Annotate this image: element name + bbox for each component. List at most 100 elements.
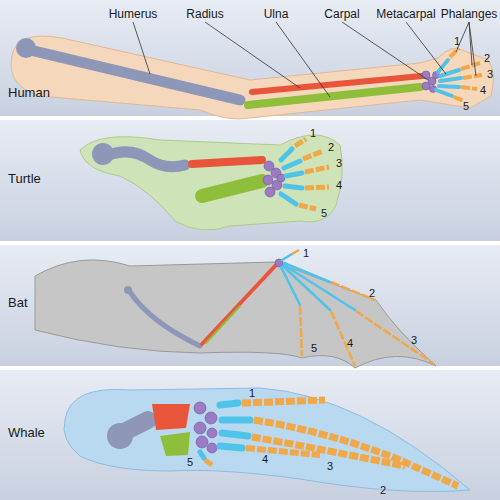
digit-number: 3 [336,158,342,169]
digit-number: 1 [454,36,460,47]
digit-number: 1 [303,248,309,259]
carpal-bone [194,402,206,414]
ulna-bone [160,432,190,456]
leader-line [276,22,330,97]
digit-number: 4 [336,180,342,191]
panel-background [0,370,500,500]
metacarpal-bone [220,446,242,448]
ulna-bone [202,181,262,196]
carpal-bone [263,175,273,185]
phalanx-bone [305,167,329,172]
metacarpal-bone [436,90,452,96]
metacarpal-bone [286,173,302,176]
part-name: Carpal [324,8,359,20]
part-name: Ulna [264,8,289,20]
phalanx-bone [295,139,306,146]
phalanx-bone [246,448,320,455]
digit-number: 2 [328,142,334,153]
part-name: Metacarpal [376,8,435,20]
humerus-bone [124,420,148,432]
ulna-bone [206,306,240,343]
phalanx-bone [450,48,459,57]
metacarpal-bone [200,452,204,458]
phalanx-bone [292,250,299,254]
digit-number: 3 [487,69,493,80]
digit-number: 2 [380,485,386,496]
arm-outline [11,36,493,119]
humerus-bone [30,50,240,100]
metacarpal-bone [222,433,248,436]
radius-bone [152,404,190,430]
ulna-bone [248,87,420,105]
metacarpal-bone [440,78,461,81]
metacarpal-bone [439,86,459,87]
digit-number: 2 [484,53,490,64]
digit-number: 4 [262,454,268,465]
metacarpal-bone [284,161,300,168]
part-name: Radius [186,8,223,20]
leader-line [456,22,476,76]
phalanx-bone [299,205,316,209]
leader-line [342,22,428,80]
digit-number: 3 [411,335,417,346]
metacarpal-bone [440,70,459,76]
digit-number: 4 [347,338,353,349]
radius-bone [192,160,262,164]
metacarpal-bone [283,266,330,310]
metacarpal-bone [222,417,250,424]
flipper-outline [64,388,470,492]
phalanx-bone [356,311,434,364]
phalanx-bone [303,151,323,159]
metacarpal-bone [281,194,296,204]
metacarpal-bone [285,186,302,188]
carpal-bone [422,71,430,79]
radius-bone [202,265,276,344]
phalanx-bone [242,400,325,403]
digit-number: 5 [311,343,317,354]
phalanx-bone [461,63,480,69]
wing-membrane [35,260,436,368]
carpal-bone [194,422,206,434]
panel-background [0,120,500,241]
leader-line [133,22,150,74]
carpal-bone [196,436,208,448]
phalanx-bone [461,87,477,89]
digit-number: 1 [249,388,255,399]
metacarpal-bone [281,267,300,305]
humerus-bone [106,152,185,167]
humerus-bone [130,292,200,346]
digit-number: 5 [321,208,327,219]
phalanx-bone [331,282,375,300]
part-name: Humerus [109,8,158,20]
digit-number: 5 [463,101,469,112]
carpal-bone [207,443,217,453]
carpal-bone [422,82,430,90]
phalanx-bone [454,97,464,101]
animal-name: Whale [8,426,45,439]
phalanx-bone [305,187,329,188]
digit-number: 5 [187,457,193,468]
digit-number: 2 [369,288,375,299]
phalanx-bone [300,306,302,356]
phalanx-bone [205,460,212,465]
phalanx-bone [331,311,355,366]
animal-name: Bat [8,296,28,309]
leader-line [406,22,446,74]
digit-number: 3 [327,461,333,472]
animal-name: Turtle [8,172,41,185]
metacarpal-bone [282,254,292,260]
part-name: Phalanges [441,8,498,20]
carpal-bone [265,187,275,197]
animal-name: Human [8,86,50,99]
flipper-outline [80,135,342,230]
digit-number: 1 [310,128,316,139]
carpal-bone [205,412,217,424]
phalanx-bone [463,75,482,78]
digit-number: 4 [480,85,486,96]
leader-line [205,22,300,88]
metacarpal-bone [281,149,292,160]
carpal-bone [207,428,217,438]
metacarpal-bone [220,403,238,405]
